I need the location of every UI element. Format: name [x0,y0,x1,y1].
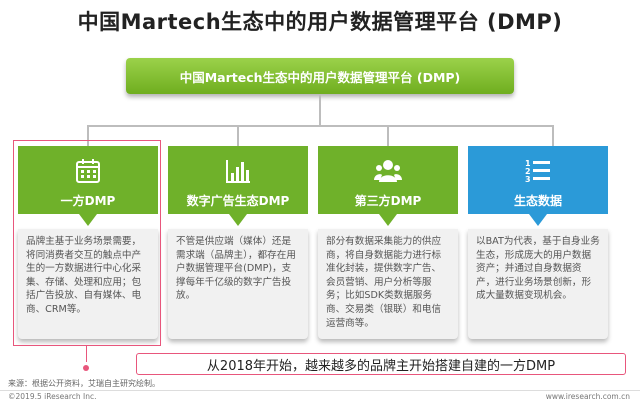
card-body: 部分有数据采集能力的供应商，将自身数据能力进行标准化封装，提供数字广告、会员营销… [318,229,458,339]
card-body: 以BAT为代表，基于自身业务生态，形成庞大的用户数据资产；并通过自身数据资产，进… [468,229,608,339]
connector-drop-2 [237,125,239,147]
page-title: 中国Martech生态中的用户数据管理平台 (DMP) [77,10,563,34]
card-body: 不管是供应端（媒体）还是需求端（品牌主），都存在用户数据管理平台(DMP)，支撑… [168,229,308,339]
users-icon [374,160,402,182]
card-ad-ecosystem-dmp: 数字广告生态DMP [168,146,308,230]
connector-drop-3 [387,125,389,147]
svg-text:1: 1 [525,159,531,168]
dmp-header-bar: 中国Martech生态中的用户数据管理平台 (DMP) [126,58,514,94]
connector-horizontal [87,125,553,127]
calendar-icon [76,159,100,183]
card-header-shape [468,146,608,226]
callout-dot [83,365,89,371]
source-note: 来源：根据公开资料，艾瑞自主研究绘制。 [8,379,160,388]
connector-drop-1 [87,125,89,147]
card-first-party-dmp: 一方DMP [18,146,158,230]
card-header-shape [168,146,308,226]
svg-text:2: 2 [525,167,531,176]
connector-vertical [319,94,321,126]
card-title: 第三方DMP [354,194,422,208]
card-header-shape [318,146,458,226]
numbered-list-icon: 1 2 3 [525,159,550,184]
svg-text:3: 3 [525,175,531,184]
card-ecosystem-data: 1 2 3 生态数据 [468,146,608,230]
callout-connector [86,346,87,362]
card-title: 生态数据 [513,194,562,208]
footer-website: www.iresearch.com.cn [545,392,630,401]
card-title: 数字广告生态DMP [186,194,290,208]
card-body: 品牌主基于业务场景需要，将同消费者交互的触点中产生的一方数据进行中心化采集、存储… [18,229,158,339]
footer-divider [0,390,640,391]
footer-copyright: ©2019.5 iResearch Inc. [8,392,97,401]
connector-drop-4 [552,125,554,147]
callout-box: 从2018年开始，越来越多的品牌主开始搭建自建的一方DMP [136,353,626,375]
card-title: 一方DMP [60,194,116,208]
first-party-highlight-frame [13,140,161,346]
card-header-shape [18,146,158,226]
bar-chart-icon [226,160,250,183]
card-third-party-dmp: 第三方DMP [318,146,458,230]
